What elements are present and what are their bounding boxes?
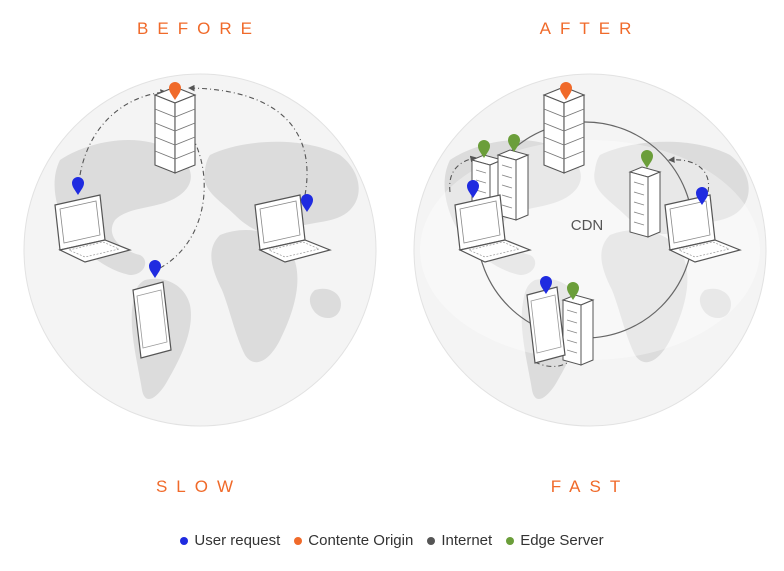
legend-label: Contente Origin — [308, 532, 414, 549]
legend-item-edge-server: Edge Server — [506, 532, 604, 549]
orange-dot-icon — [294, 536, 303, 545]
legend-item-content-origin: Contente Origin — [294, 532, 413, 549]
edge-server-icon — [629, 166, 661, 238]
origin-server-icon — [543, 86, 585, 174]
path-phone-to-origin — [159, 128, 205, 269]
legend: User request Contente Origin Internet Ed… — [0, 532, 784, 549]
legend-item-internet: Internet — [427, 532, 492, 549]
legend-label: User request — [194, 532, 281, 549]
after-heading: AFTER — [539, 19, 641, 38]
cdn-label: CDN — [571, 217, 604, 234]
fast-heading: FAST — [550, 477, 630, 496]
before-heading: BEFORE — [137, 19, 261, 38]
after-globe: CDN — [413, 73, 767, 427]
legend-label: Edge Server — [520, 532, 604, 549]
edge-server-icon — [497, 149, 529, 221]
green-dot-icon — [506, 536, 515, 545]
edge-server-icon — [562, 294, 594, 366]
before-globe — [23, 73, 377, 427]
cdn-comparison-diagram: CDN — [23, 73, 767, 427]
internet-paths — [79, 84, 308, 269]
legend-item-user-request: User request — [180, 532, 280, 549]
gray-dot-icon — [427, 536, 436, 545]
slow-heading: SLOW — [155, 477, 243, 496]
legend-label: Internet — [441, 532, 493, 549]
blue-dot-icon — [180, 536, 189, 545]
